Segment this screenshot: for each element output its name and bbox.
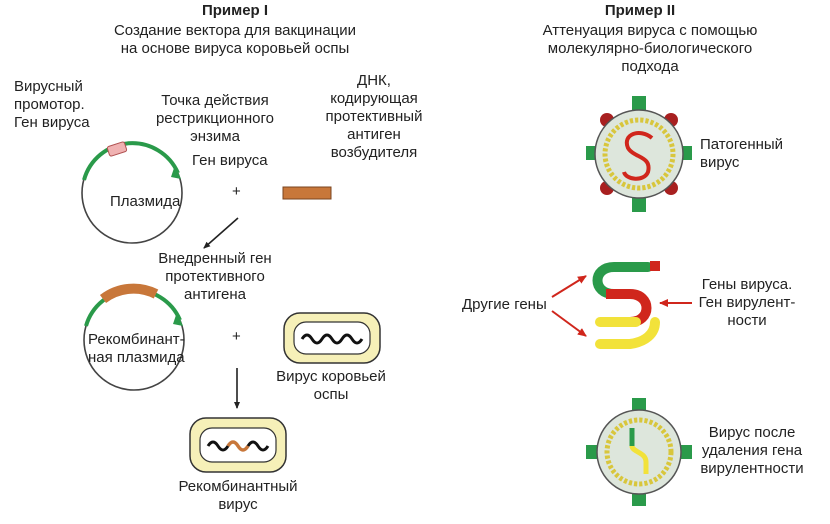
gene-structure-s — [592, 261, 660, 349]
recombinant-virus-cell — [189, 417, 287, 473]
arrow-diagonal — [203, 217, 239, 249]
label-restriction-site: Точка действия рестрикционного энзима — [155, 92, 275, 145]
label-cowpox-virus: Вирус коровьей оспы — [276, 368, 386, 403]
example-1-heading: Пример I — [201, 2, 269, 19]
example-2-subtitle: Аттенуация вируса с помощью молекулярно-… — [542, 22, 758, 75]
label-virus-gene: Ген вируса — [192, 152, 268, 169]
attenuated-virus — [586, 398, 692, 506]
label-virulence-genes: Гены вируса. Ген вирулент- ности — [698, 276, 796, 329]
label-plasmid: Плазмида — [110, 193, 181, 210]
cowpox-virus-cell — [283, 312, 381, 364]
pathogenic-virus — [586, 96, 692, 212]
example-2-heading: Пример II — [604, 2, 676, 19]
plasmid-2 — [83, 283, 185, 391]
example-1-subtitle: Создание вектора для вакцинации на основ… — [113, 22, 357, 57]
label-other-genes: Другие гены — [462, 296, 547, 313]
restriction-site-marker — [106, 141, 128, 157]
arrow-other-genes-top — [551, 275, 587, 298]
plasmid-1 — [81, 141, 183, 244]
label-recombinant-virus: Рекомбинантный вирус — [178, 478, 298, 513]
label-viral-promoter: Вирусный промотор. Ген вируса — [14, 78, 90, 131]
label-inserted-gene: Внедренный ген протективного антигена — [158, 250, 272, 303]
label-pathogenic-virus: Патогенный вирус — [700, 136, 784, 171]
plus-sign-2: + — [232, 328, 241, 345]
dna-fragment — [282, 186, 332, 200]
label-attenuated-virus: Вирус после удаления гена вирулентности — [700, 424, 804, 477]
label-dna-antigen: ДНК, кодирующая протективный антиген воз… — [325, 72, 423, 161]
plus-sign-1: + — [232, 183, 241, 200]
arrow-other-genes-bottom — [551, 310, 587, 337]
label-recombinant-plasmid: Рекомбинант- ная плазмида — [88, 331, 185, 366]
